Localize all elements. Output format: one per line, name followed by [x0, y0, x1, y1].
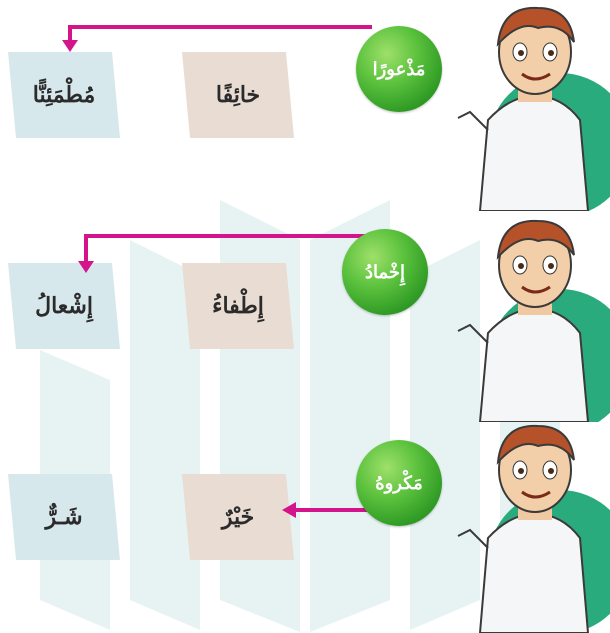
option-word: إِشْعالُ	[35, 293, 93, 319]
arrow	[62, 25, 372, 52]
arrow	[78, 234, 388, 273]
prompt-word-ball: مَذْعورًا	[356, 26, 442, 112]
boy-in-thobe-illustration	[457, 219, 610, 422]
prompt-word-ball: مَكْروهُ	[356, 440, 442, 526]
arrow	[282, 502, 368, 518]
option-card-blue[interactable]: مُطْمَئِنًّا	[8, 52, 120, 138]
match-row-3: شَـرٌّ خَيْرٌ مَكْروهُ	[0, 422, 610, 633]
option-word: خَيْرٌ	[221, 504, 255, 530]
option-card-beige[interactable]: إِطْفاءُ	[182, 263, 294, 349]
option-word: شَـرٌّ	[45, 504, 83, 530]
prompt-word-ball: إِخْمادُ	[342, 229, 428, 315]
option-word: مُطْمَئِنًّا	[32, 82, 96, 108]
option-card-blue[interactable]: شَـرٌّ	[8, 474, 120, 560]
option-card-beige[interactable]: خائِفًا	[182, 52, 294, 138]
boy-in-thobe-illustration	[457, 6, 610, 211]
match-row-1: مُطْمَئِنًّا خائِفًا مَذْعورًا	[0, 0, 610, 211]
option-word: إِطْفاءُ	[212, 293, 264, 319]
boy-in-thobe-illustration	[457, 424, 610, 633]
option-card-beige[interactable]: خَيْرٌ	[182, 474, 294, 560]
option-word: خائِفًا	[215, 82, 261, 108]
match-row-2: إِشْعالُ إِطْفاءُ إِخْمادُ	[0, 211, 610, 422]
option-card-blue[interactable]: إِشْعالُ	[8, 263, 120, 349]
